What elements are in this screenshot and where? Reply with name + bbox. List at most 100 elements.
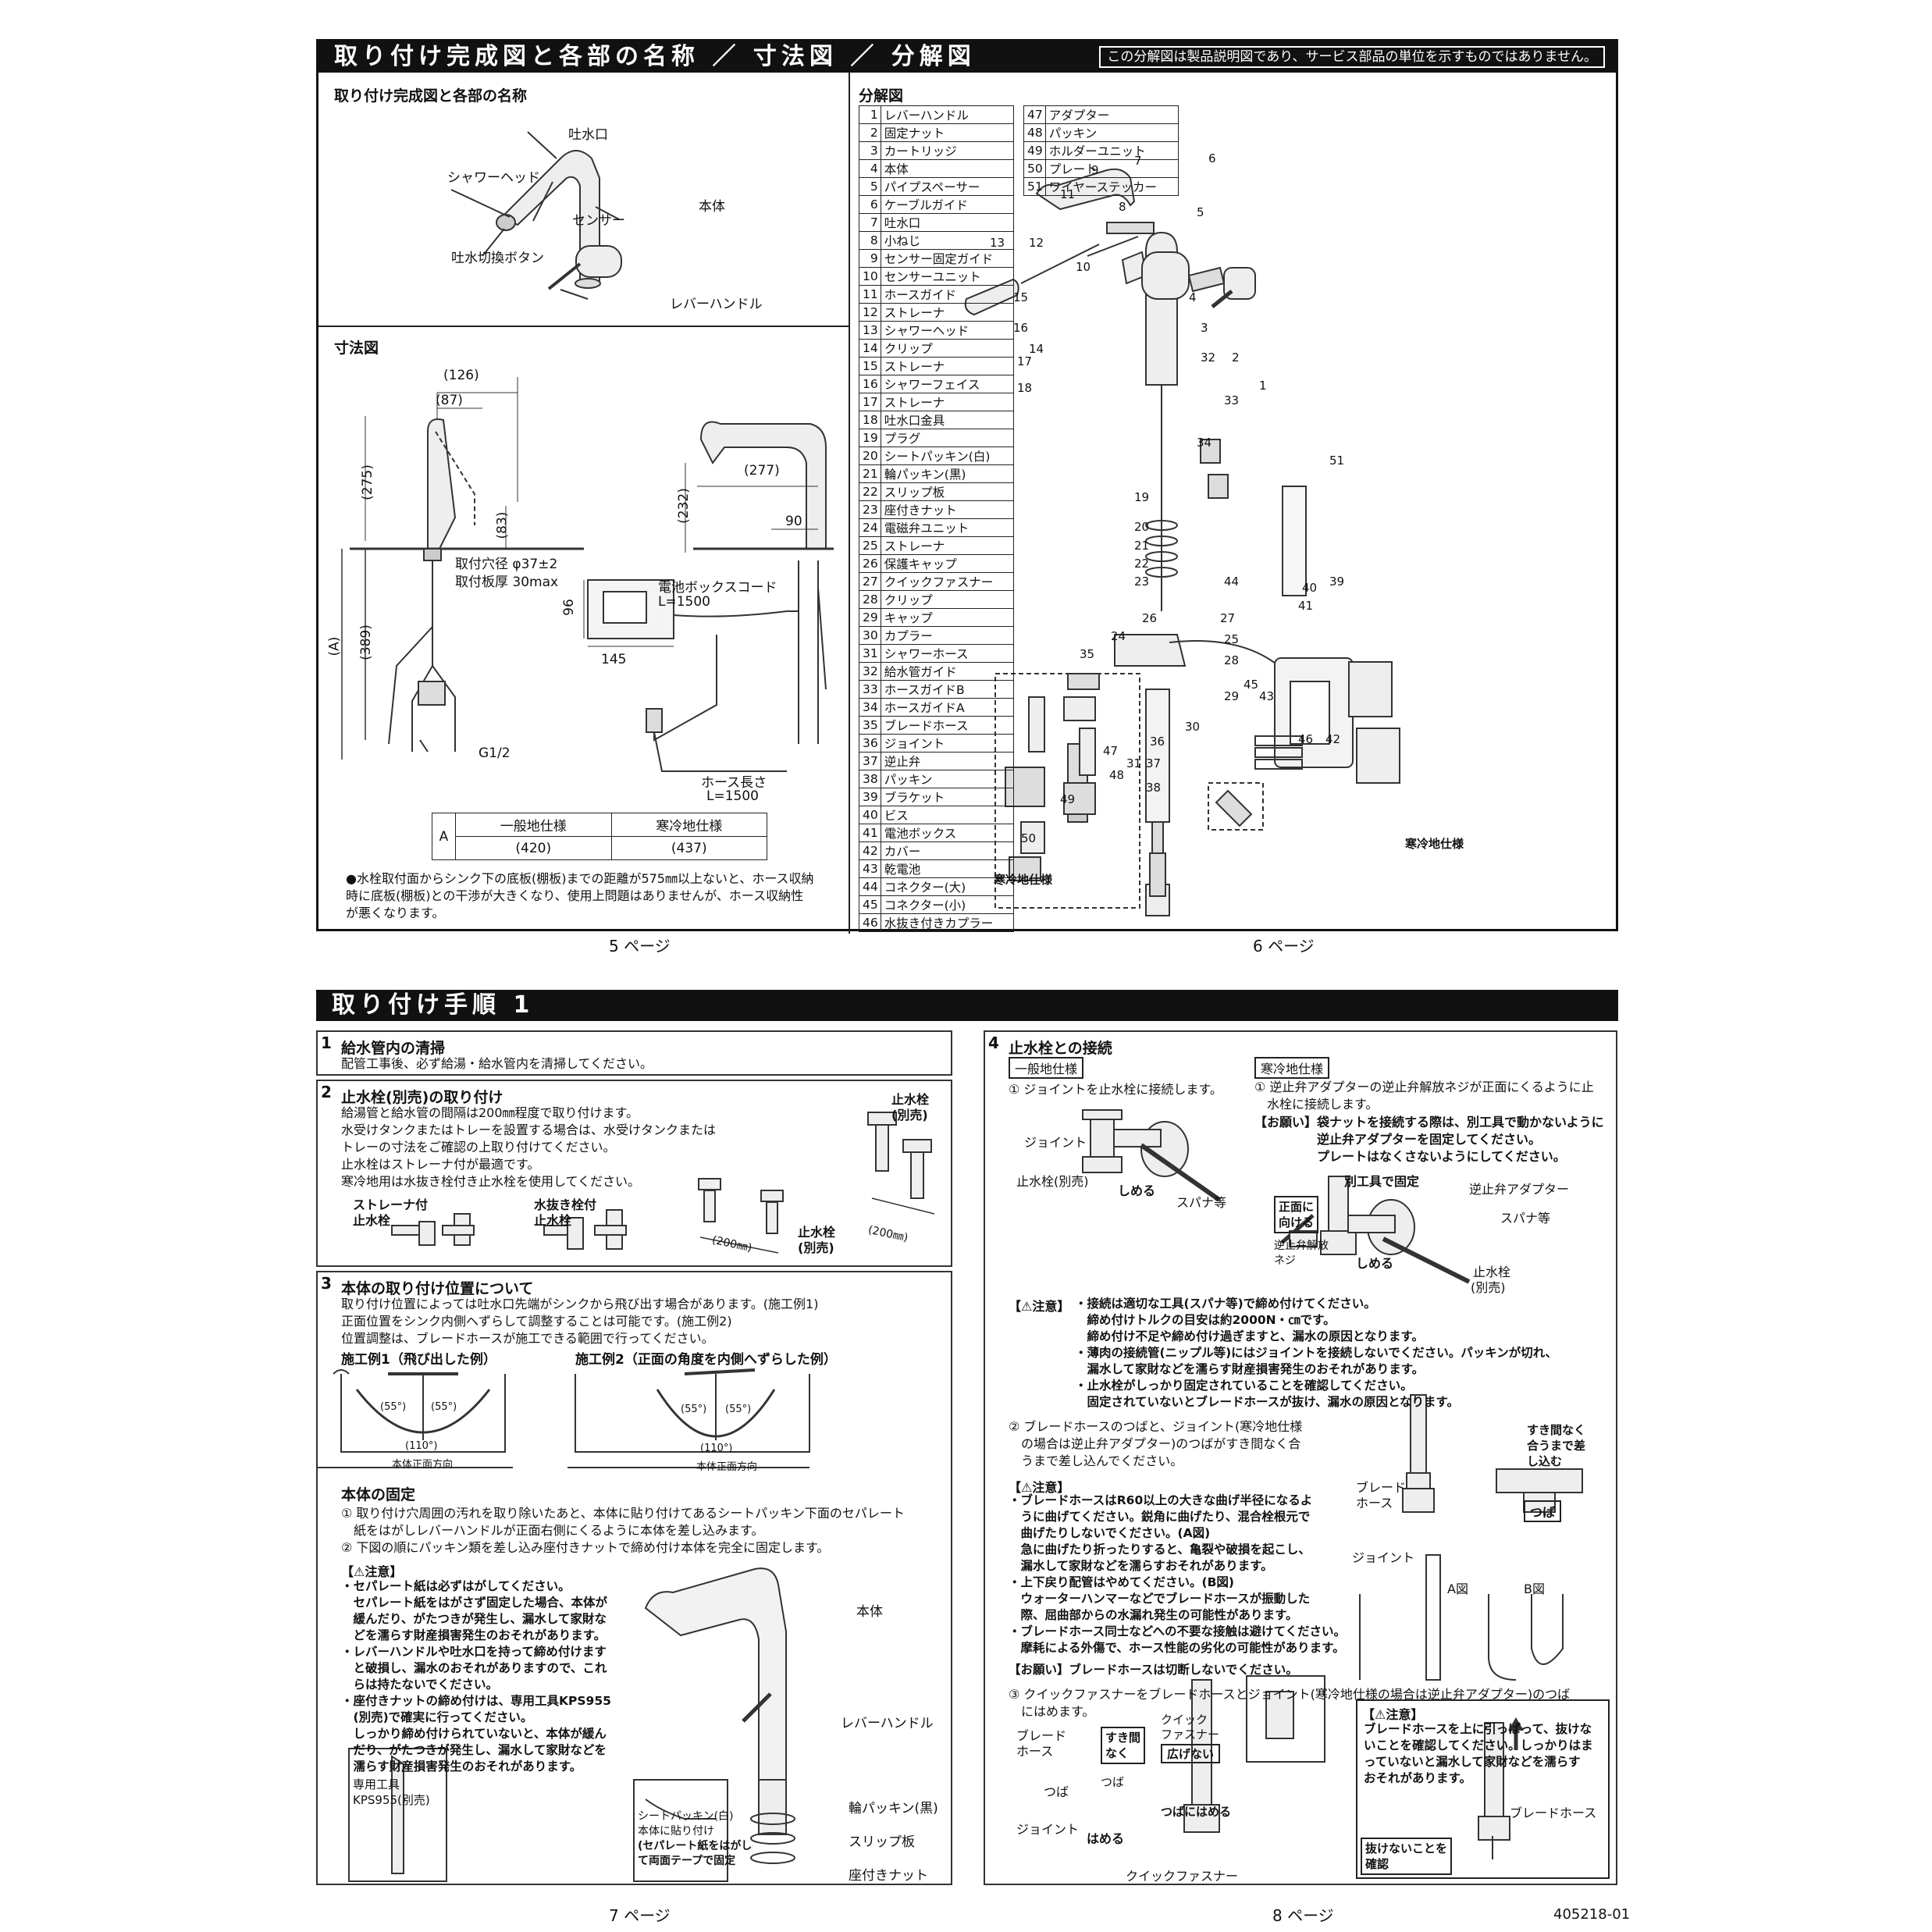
top-section: 取り付け完成図と各部の名称 ／ 寸法図 ／ 分解図 この分解図は製品説明図であり… bbox=[316, 39, 1618, 934]
part-number: 51 bbox=[1023, 177, 1046, 196]
part-name: カートリッジ bbox=[880, 141, 1014, 160]
part-number: 42 bbox=[859, 841, 881, 860]
part-name: 輪パッキン(黒) bbox=[880, 464, 1014, 483]
dimension-note: ●水栓取付面からシンク下の底板(棚板)までの距離が575㎜以上ないと、ホース収納… bbox=[346, 871, 814, 920]
dim-145: 145 bbox=[601, 652, 627, 667]
page-number-7: 7 ページ bbox=[609, 1906, 671, 1925]
part-number: 37 bbox=[859, 752, 881, 770]
part-name: プラグ bbox=[880, 429, 1014, 447]
callout-45: 45 bbox=[1244, 677, 1259, 692]
dim-96: 96 bbox=[560, 599, 577, 616]
callout-3: 3 bbox=[1201, 320, 1208, 335]
callout-2: 2 bbox=[1232, 350, 1240, 365]
callout-12: 12 bbox=[1029, 236, 1044, 250]
callout-1: 1 bbox=[1259, 378, 1267, 393]
callout-51: 51 bbox=[1329, 454, 1345, 468]
part-name: ビス bbox=[880, 806, 1014, 824]
callout-31: 31 bbox=[1126, 756, 1142, 770]
callout-20: 20 bbox=[1134, 520, 1150, 535]
part-number: 2 bbox=[859, 123, 881, 142]
document-id: 405218-01 bbox=[1553, 1906, 1631, 1923]
caution-pull-box: 【⚠注意】 ブレードホースを上に引っぱって、抜けな いことを確認してください。し… bbox=[1356, 1699, 1610, 1879]
step-4: 4 止水栓との接続 一般地仕様 寒冷地仕様 ① ジョイントを止水栓に接続します。… bbox=[984, 1030, 1617, 1885]
callout-27: 27 bbox=[1220, 610, 1236, 625]
top-title: 取り付け完成図と各部の名称 ／ 寸法図 ／ 分解図 bbox=[334, 43, 976, 70]
callout-16: 16 bbox=[1013, 320, 1029, 335]
part-number: 30 bbox=[859, 626, 881, 645]
part-number: 44 bbox=[859, 877, 881, 896]
part-number: 13 bbox=[859, 321, 881, 340]
dim-table-general: 一般地仕様 bbox=[455, 813, 612, 837]
dim-table-cold-value: (437) bbox=[610, 836, 767, 860]
dim-table-cold: 寒冷地仕様 bbox=[610, 813, 767, 837]
part-number: 12 bbox=[859, 303, 881, 322]
part-name: パイプスペーサー bbox=[880, 177, 1014, 196]
part-name: ホースガイドA bbox=[880, 698, 1014, 717]
part-name: ホースガイド bbox=[880, 285, 1014, 304]
assembled-heading: 取り付け完成図と各部の名称 bbox=[334, 87, 528, 105]
part-number: 22 bbox=[859, 482, 881, 501]
bottom-title-bar: 取り付け手順 1 bbox=[316, 990, 1618, 1021]
callout-23: 23 bbox=[1134, 575, 1150, 589]
part-name: ストレーナ bbox=[880, 393, 1014, 411]
part-number: 21 bbox=[859, 464, 881, 483]
part-name: 固定ナット bbox=[880, 123, 1014, 142]
part-name: ホースガイドB bbox=[880, 680, 1014, 699]
callout-15: 15 bbox=[1013, 290, 1029, 304]
part-name: クリップ bbox=[880, 339, 1014, 358]
part-name: シャワーフェイス bbox=[880, 375, 1014, 393]
page-number-6: 6 ページ bbox=[1253, 937, 1315, 955]
part-number: 50 bbox=[1023, 159, 1046, 178]
dim-277: (277) bbox=[744, 463, 780, 479]
callout-50: 50 bbox=[1021, 831, 1037, 845]
dimension-table: A 一般地仕様 寒冷地仕様 (420) (437) bbox=[432, 813, 767, 860]
part-name: 座付きナット bbox=[880, 500, 1014, 519]
part-number: 7 bbox=[859, 213, 881, 232]
part-number: 1 bbox=[859, 105, 881, 124]
callout-33: 33 bbox=[1224, 393, 1240, 407]
part-number: 16 bbox=[859, 375, 881, 393]
part-number: 31 bbox=[859, 644, 881, 663]
part-number: 18 bbox=[859, 411, 881, 429]
callout-8: 8 bbox=[1119, 199, 1126, 214]
part-number: 35 bbox=[859, 716, 881, 735]
callout-28: 28 bbox=[1224, 653, 1240, 667]
part-number: 34 bbox=[859, 698, 881, 717]
bottom-section: 取り付け手順 1 1 給水管内の清掃 配管工事後、必ず給湯・給水管内を清掃してく… bbox=[316, 990, 1618, 1899]
part-number: 10 bbox=[859, 267, 881, 286]
callout-35: 35 bbox=[1080, 647, 1095, 661]
part-number: 47 bbox=[1023, 105, 1046, 124]
top-title-bar: 取り付け完成図と各部の名称 ／ 寸法図 ／ 分解図 この分解図は製品説明図であり… bbox=[318, 41, 1616, 73]
callout-30: 30 bbox=[1185, 720, 1201, 734]
callout-38: 38 bbox=[1146, 780, 1162, 795]
dim-g-half: G1/2 bbox=[479, 745, 511, 761]
part-name: ストレーナ bbox=[880, 357, 1014, 375]
step4-drawings bbox=[1082, 1109, 1583, 1859]
part-number: 38 bbox=[859, 770, 881, 788]
dimension-drawing bbox=[341, 377, 834, 772]
dim-126: (126) bbox=[443, 368, 479, 383]
part-name: スリップ板 bbox=[880, 482, 1014, 501]
